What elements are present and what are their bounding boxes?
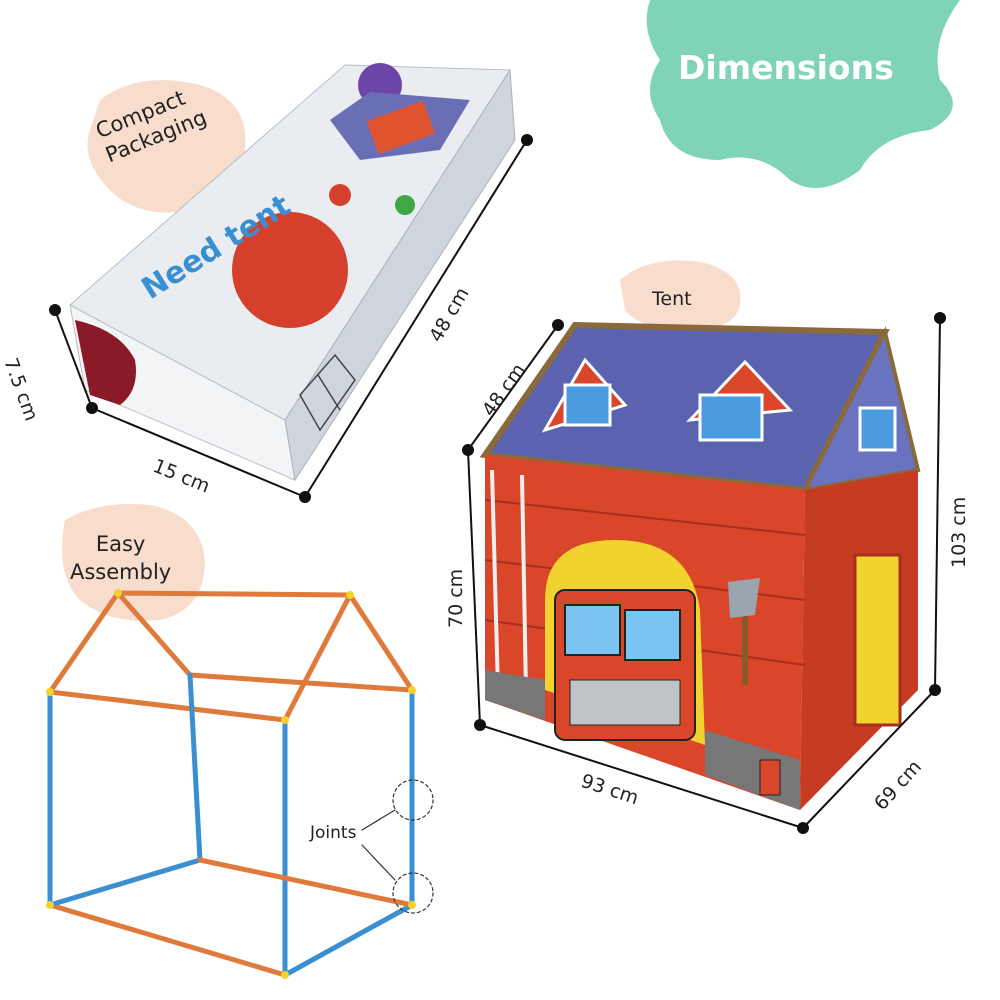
joint-highlight-upper <box>392 779 434 821</box>
dimensions-title: Dimensions <box>678 48 894 87</box>
tent-total-height-label: 103 cm <box>948 496 970 568</box>
dimension-lines <box>49 134 946 834</box>
dimensions-badge-shape <box>646 0 960 188</box>
joints-label: Joints <box>310 823 357 843</box>
tent-blob <box>620 260 741 330</box>
tent-image <box>479 321 921 810</box>
joint-highlight-lower <box>392 872 434 914</box>
assembly-label: Easy Assembly <box>70 532 172 584</box>
tent-frame-image <box>46 589 434 979</box>
tent-label: Tent <box>652 288 692 310</box>
packaging-blob <box>87 80 246 213</box>
tent-wall-height-label: 70 cm <box>445 568 467 628</box>
packaging-box-image <box>69 63 516 482</box>
